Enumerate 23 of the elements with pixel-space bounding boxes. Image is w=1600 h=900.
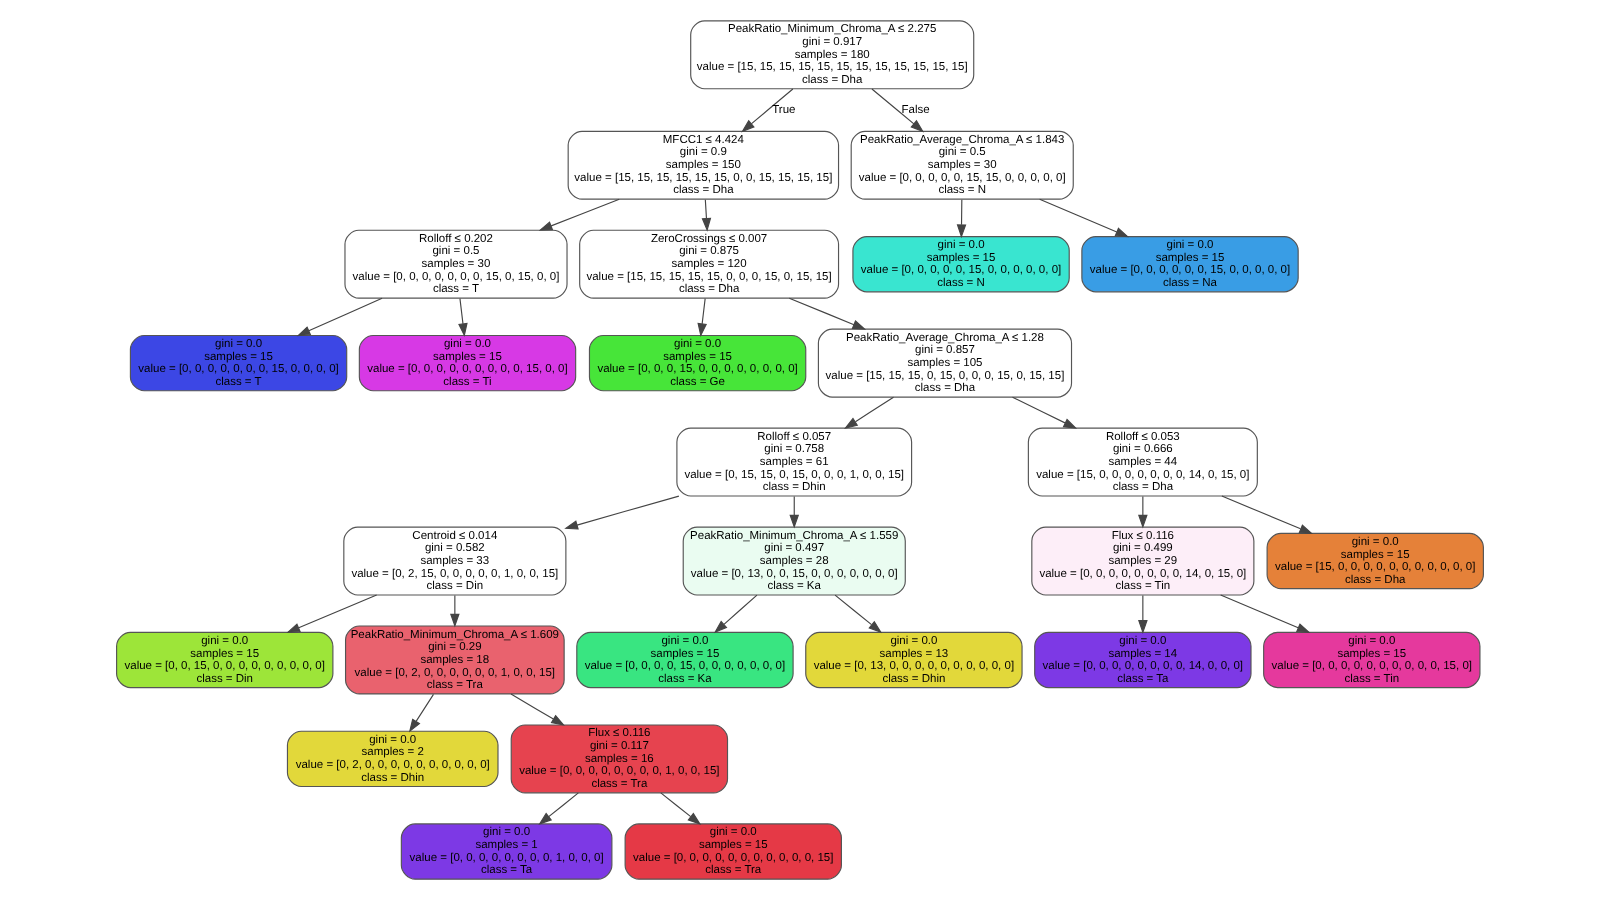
arrow <box>510 693 565 726</box>
arrow <box>564 495 680 530</box>
arrow <box>458 298 468 338</box>
arrow <box>713 594 758 634</box>
arrow <box>741 88 794 133</box>
arrow <box>844 396 895 430</box>
arrow <box>1138 495 1148 529</box>
arrow <box>1220 594 1311 633</box>
arrow <box>450 594 460 628</box>
arrow <box>834 594 883 634</box>
arrow <box>1138 594 1148 634</box>
arrow <box>788 297 867 330</box>
arrow <box>697 298 707 338</box>
arrow <box>1039 198 1130 238</box>
arrow <box>408 693 435 733</box>
arrow <box>296 297 383 337</box>
arrow <box>871 88 925 133</box>
arrow <box>660 792 702 825</box>
arrow <box>956 199 967 239</box>
arrow <box>1011 396 1078 429</box>
arrow <box>701 199 712 232</box>
arrow <box>789 495 800 529</box>
arrow <box>538 792 579 825</box>
